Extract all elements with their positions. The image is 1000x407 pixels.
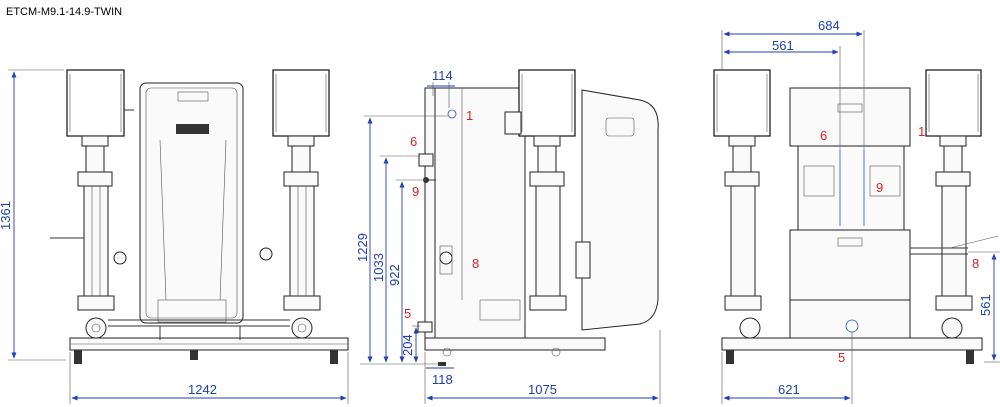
side-dim-922: 922 [387,179,426,363]
side-dim-922-label: 922 [387,264,402,286]
front-foot-left [74,350,82,364]
rear-dim-621: 621 [721,332,853,404]
rear-dim-561-top-label: 561 [772,38,794,53]
rear-dim-561-right: 561 [968,251,1000,363]
side-callout-9: 9 [412,184,419,199]
rear-callout-5: 5 [838,350,845,365]
front-motor-left [66,69,125,137]
side-dim-1033-label: 1033 [371,253,386,282]
front-motor-right [272,69,330,137]
rear-callout-8: 8 [972,256,979,271]
side-dim-114-label: 114 [432,68,453,83]
rear-cabinet-top [789,87,911,147]
front-pump-left [66,69,134,339]
side-dim-118: 118 [426,367,454,387]
rear-dim-684-label: 684 [818,18,840,33]
side-dim-114: 114 [427,68,455,108]
side-dim-1229-label: 1229 [355,233,370,262]
side-dim-204-label: 204 [400,334,415,356]
rear-dim-621-label: 621 [778,382,800,397]
side-callout-6: 6 [410,134,417,149]
side-view: 114 1229 1033 922 204 118 [355,68,661,404]
side-dim-1033: 1033 [371,155,420,363]
side-dim-204: 204 [360,325,440,365]
front-view: 1361 1242 [0,69,349,404]
side-motor [518,69,576,137]
side-callout-5: 5 [404,306,411,321]
rear-dim-561-right-label: 561 [978,294,993,316]
drawing-title: ETCM-M9.1-14.9-TWIN [6,6,123,18]
rear-view: 684 561 561 621 6 1 9 8 5 [713,18,1000,404]
front-control-cabinet [139,82,244,324]
side-dim-1075-label: 1075 [528,382,557,397]
front-cabinet-body [139,82,244,324]
rear-cabinet-bottom [789,229,911,301]
side-dim-118-label: 118 [432,372,453,387]
rear-control-units [797,145,905,231]
side-dim-1229: 1229 [355,115,448,363]
side-dim-1075: 1075 [424,330,661,404]
rear-callout-9: 9 [876,180,883,195]
rear-dim-561-top: 561 [723,38,841,150]
front-pump-right [259,69,330,339]
rear-pump-left [713,69,771,339]
front-width-label: 1242 [188,382,217,397]
front-foot-right [330,350,338,364]
rear-pump-right [925,69,982,339]
front-height-label: 1361 [0,201,13,230]
rear-dim-684: 684 [721,18,865,150]
front-width-dimension: 1242 [69,352,349,404]
side-callout-1: 1 [466,108,473,123]
side-callout-8: 8 [472,256,479,271]
rear-motor-right [925,69,982,137]
rear-callout-6: 6 [820,128,827,143]
side-cabinet [581,89,659,331]
front-height-dimension: 1361 [0,69,66,361]
front-cabinet-logo [176,124,209,134]
rear-motor-left [713,69,771,137]
rear-callout-1: 1 [918,124,925,139]
side-base [424,337,606,351]
